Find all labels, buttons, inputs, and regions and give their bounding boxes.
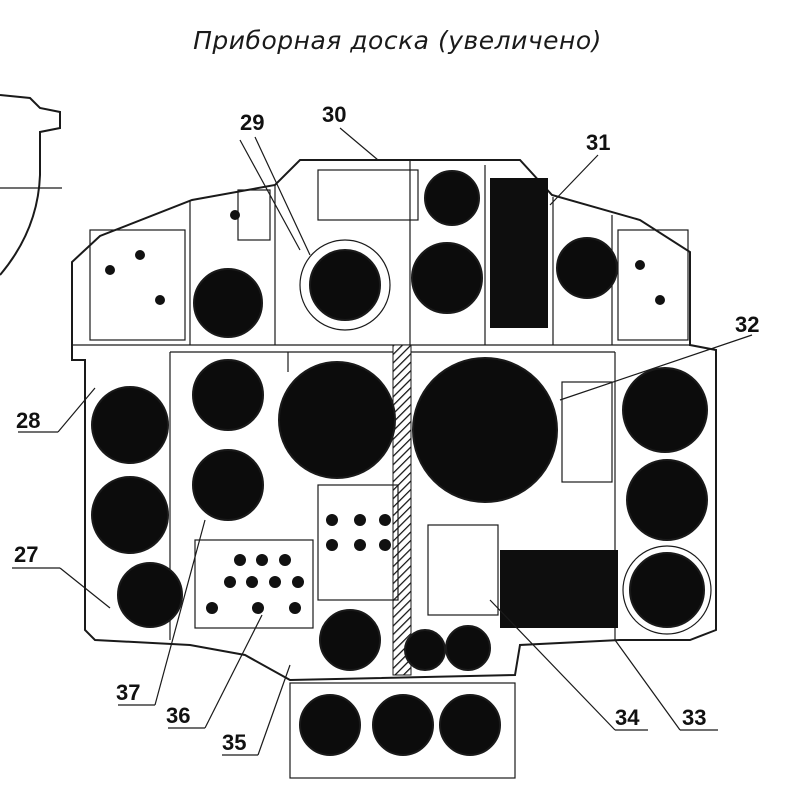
callout-36: 36	[166, 703, 190, 728]
callout-29: 29	[240, 110, 264, 135]
hatched-strip	[392, 344, 412, 676]
callout-30: 30	[322, 102, 346, 127]
callout-31: 31	[586, 130, 610, 155]
callout-34: 34	[615, 705, 640, 730]
leader-lines	[12, 127, 753, 756]
callout-35: 35	[222, 730, 246, 755]
small-knobs	[105, 210, 665, 614]
diagram-title: Приборная доска (увеличено)	[193, 26, 602, 55]
fuselage-outline	[0, 94, 62, 276]
callout-32: 32	[735, 312, 759, 337]
callout-37: 37	[116, 680, 140, 705]
switch-blocks	[89, 169, 689, 629]
dials	[91, 170, 712, 756]
callout-28: 28	[16, 408, 40, 433]
callout-27: 27	[14, 542, 38, 567]
callout-33: 33	[682, 705, 706, 730]
